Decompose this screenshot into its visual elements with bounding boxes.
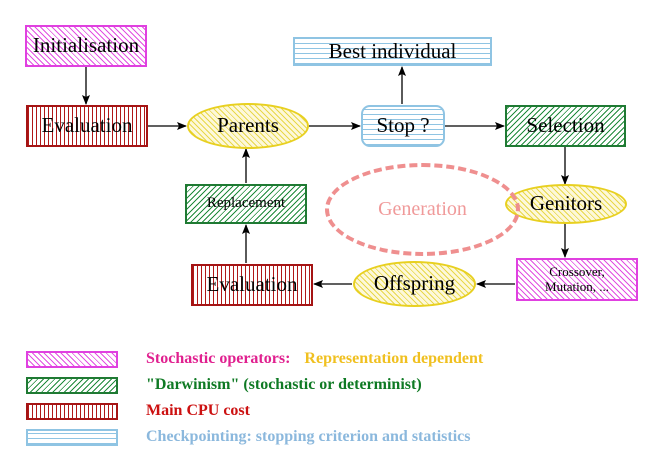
node-evaluation-top-label: Evaluation bbox=[41, 113, 133, 138]
node-genitors-label: Genitors bbox=[529, 191, 603, 216]
node-initialisation-label: Initialisation bbox=[32, 33, 140, 58]
node-selection-label: Selection bbox=[526, 113, 605, 138]
node-best-individual-label: Best individual bbox=[328, 38, 457, 63]
legend-row-darwinism: "Darwinism" (stochastic or determinist) bbox=[26, 374, 422, 396]
node-stop-label: Stop ? bbox=[376, 113, 430, 138]
legend-swatch-red-vertical-hatch-icon bbox=[26, 402, 118, 420]
node-selection[interactable]: Selection bbox=[505, 105, 626, 147]
node-replacement-label: Replacement bbox=[206, 195, 286, 212]
node-parents-label: Parents bbox=[217, 113, 279, 138]
legend-label-checkpointing: Checkpointing: stopping criterion and st… bbox=[146, 428, 471, 445]
legend-swatch-blue-horizontal-hatch-icon bbox=[26, 428, 118, 446]
node-replacement[interactable]: Replacement bbox=[185, 184, 307, 224]
node-stop[interactable]: Stop ? bbox=[361, 105, 445, 147]
legend-row-stochastic-operators: Stochastic operators: Representation dep… bbox=[26, 348, 483, 370]
node-crossover-mutation[interactable]: Crossover, Mutation, ... bbox=[516, 258, 638, 301]
node-evaluation-bottom-label: Evaluation bbox=[206, 272, 298, 297]
node-crossover-label-line2: Mutation, ... bbox=[545, 278, 609, 294]
node-genitors[interactable]: Genitors bbox=[505, 184, 627, 224]
legend-label-darwinism: "Darwinism" (stochastic or determinist) bbox=[146, 376, 422, 393]
node-crossover-label-line1: Crossover, bbox=[549, 263, 605, 279]
legend-label-representation-dependent: Representation dependent bbox=[304, 350, 484, 367]
node-evaluation-bottom[interactable]: Evaluation bbox=[191, 264, 313, 306]
node-offspring[interactable]: Offspring bbox=[353, 261, 476, 307]
legend-swatch-magenta-diagonal-hatch-icon bbox=[26, 350, 118, 368]
node-generation-label: Generation bbox=[378, 198, 467, 220]
node-initialisation[interactable]: Initialisation bbox=[25, 25, 147, 67]
legend-swatch-green-diagonal-hatch-icon bbox=[26, 376, 118, 394]
legend-label-stochastic-operators: Stochastic operators: bbox=[146, 350, 291, 367]
legend-label-main-cpu-cost: Main CPU cost bbox=[146, 402, 250, 419]
legend-row-checkpointing: Checkpointing: stopping criterion and st… bbox=[26, 426, 470, 448]
node-offspring-label: Offspring bbox=[373, 271, 456, 296]
node-parents[interactable]: Parents bbox=[187, 103, 309, 149]
node-evaluation-top[interactable]: Evaluation bbox=[26, 105, 148, 147]
legend-row-main-cpu-cost: Main CPU cost bbox=[26, 400, 250, 422]
node-generation-loop: Generation bbox=[325, 163, 520, 256]
node-best-individual[interactable]: Best individual bbox=[293, 37, 492, 66]
